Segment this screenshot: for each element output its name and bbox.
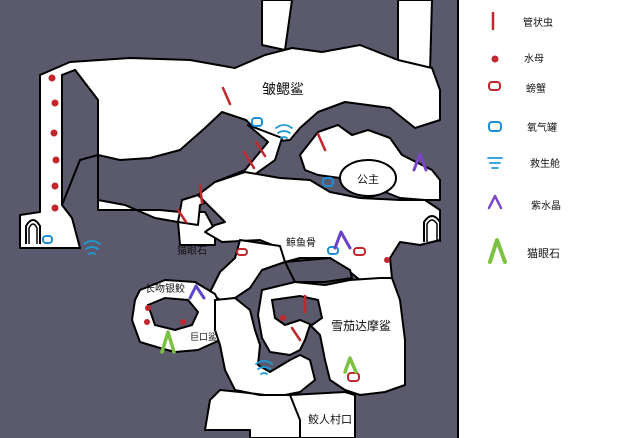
oxygen-tank-icon [322,177,334,187]
cateye-stone-icon [160,330,176,354]
princess-room [339,159,397,197]
label-longnose-eel: 长吻银鲛 [145,282,185,295]
crab-markers [236,247,366,382]
tubeworm-icon [176,208,188,224]
legend-jellyfish-icon [491,55,499,63]
tubeworm-icon [221,86,232,106]
amethyst-markers [188,152,428,300]
crab-icon [347,372,360,382]
lifeboat-icon [255,360,273,375]
legend-label: 螃蟹 [526,82,546,95]
legend-oxygen-tank-icon [488,121,502,132]
amethyst-icon [333,230,352,250]
cateye-stone-icon [343,356,358,374]
jellyfish-markers [48,74,390,325]
label-bay-top: 皱鳃鲨 [262,82,304,98]
legend-label: 救生舱 [530,157,560,170]
lifeboat-markers [83,124,293,375]
tubeworm-markers [176,86,327,342]
legend-cateye-stone-icon [488,238,507,264]
jellyfish-icon [51,182,59,190]
label-princess: 公主 [357,173,379,186]
lifeboat-icon [83,240,101,255]
oxygen-tank-icon [42,235,53,244]
jellyfish-icon [144,319,150,325]
crab-icon [236,248,248,256]
oxygen-tank-icon [327,246,339,255]
oxygen-tank-icon [251,117,263,127]
jellyfish-icon [51,204,59,212]
label-giant-mouth-shark: 巨口鲨 [190,332,217,343]
lifeboat-icon [275,124,293,139]
legend-label: 紫水晶 [531,200,561,212]
crab-icon [353,247,366,256]
jellyfish-icon [280,315,286,321]
amethyst-icon [188,284,206,300]
amethyst-icon [412,152,428,172]
label-mermaid-village: 鲛人村口 [308,412,352,426]
tubeworm-icon [254,140,267,158]
tubeworm-icon [198,183,204,205]
tubeworm-icon [242,150,256,170]
jellyfish-icon [52,156,60,164]
label-whale-bone: 鲸鱼骨 [286,236,316,249]
label-cigar-shark: 雪茄达摩鲨 [331,318,391,333]
jellyfish-icon [48,74,56,82]
left-gate-icon [25,219,41,244]
tubeworm-icon [290,326,302,342]
legend-lifeboat-icon [487,157,503,169]
cateye-markers [160,330,358,374]
legend: 管状虫 水母 螃蟹 氧气罐 救生舱 紫水晶 猫眼石 [487,11,561,264]
oxygen-markers [42,117,339,255]
tubeworm-icon [316,132,327,152]
jellyfish-icon [145,305,151,311]
jellyfish-icon [51,99,59,107]
label-cateye-stone: 猫眼石 [177,244,207,257]
legend-label: 水母 [524,53,544,65]
legend-label: 猫眼石 [527,247,560,260]
right-gate-icon [423,215,441,242]
rock-islands [61,68,354,332]
jellyfish-icon [384,257,390,263]
jellyfish-icon [50,129,58,137]
legend-label: 氧气罐 [527,121,557,134]
legend-amethyst-icon [487,194,503,210]
legend-crab-icon [488,81,501,91]
legend-label: 管状虫 [523,16,553,29]
jellyfish-icon [180,319,186,325]
